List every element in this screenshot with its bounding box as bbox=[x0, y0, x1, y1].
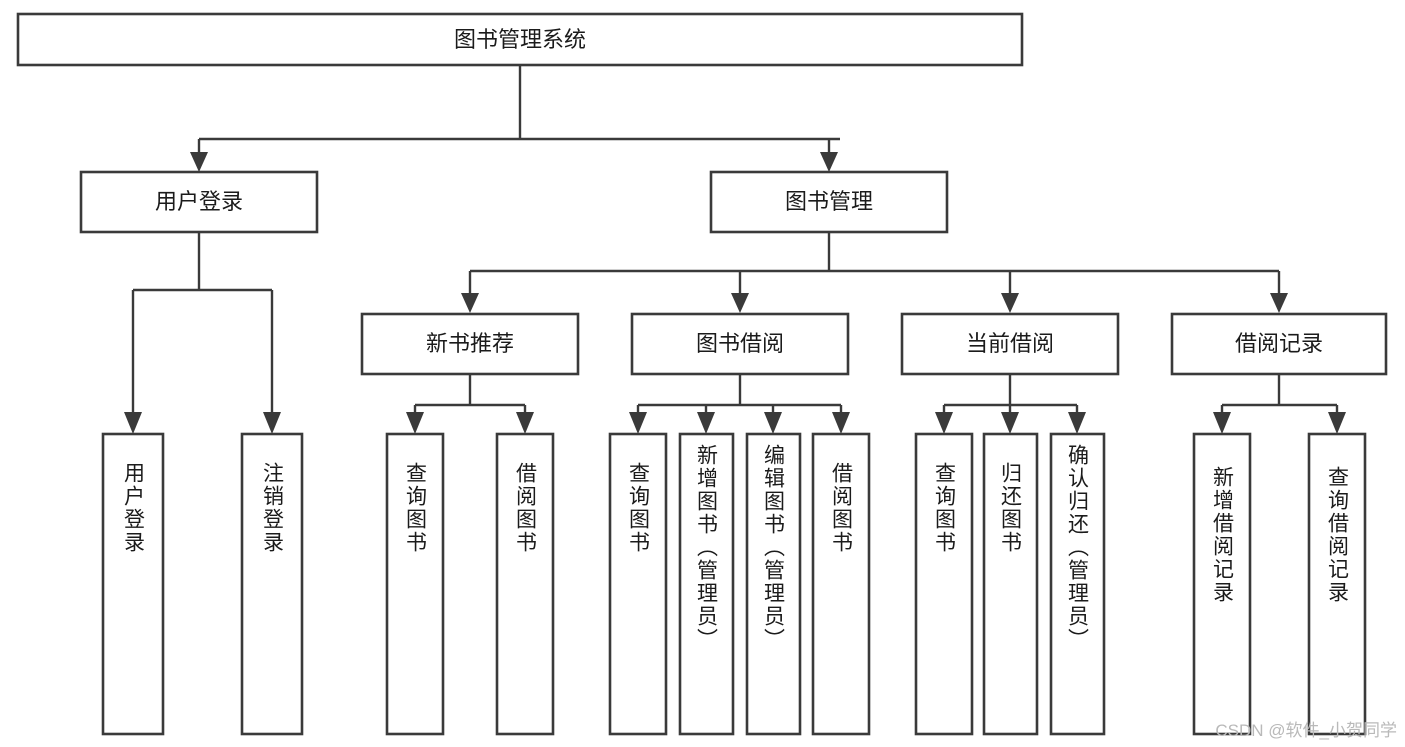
node-book-borrow-box[interactable] bbox=[630, 312, 850, 376]
node-new-book-recommend-box[interactable] bbox=[360, 312, 580, 376]
arrow-head-leaf-borrow-book-2 bbox=[832, 412, 850, 434]
node-leaf-add-record-box[interactable] bbox=[1192, 432, 1252, 736]
node-book-management-label: 图书管理 bbox=[785, 189, 873, 214]
node-leaf-edit-book-label: 编辑图书（管理员） bbox=[762, 444, 786, 651]
node-leaf-add-book-box[interactable] bbox=[678, 432, 735, 736]
node-current-borrow-box[interactable] bbox=[900, 312, 1120, 376]
arrow-head-user-login bbox=[190, 152, 208, 172]
node-leaf-edit-book-box[interactable] bbox=[745, 432, 802, 736]
node-leaf-borrow-book-1[interactable]: 借阅图书 bbox=[495, 432, 555, 736]
arrow-head-leaf-add-record bbox=[1213, 412, 1231, 434]
node-leaf-borrow-book-1-box[interactable] bbox=[495, 432, 555, 736]
arrow-head-borrow-record bbox=[1270, 293, 1288, 313]
node-leaf-user-login-box[interactable] bbox=[101, 432, 165, 736]
node-root-box[interactable] bbox=[16, 12, 1024, 67]
arrow-head-current-borrow bbox=[1001, 293, 1019, 313]
node-current-borrow[interactable]: 当前借阅 bbox=[900, 312, 1120, 376]
node-borrow-record-label: 借阅记录 bbox=[1235, 331, 1323, 356]
arrow-head-leaf-query-book-2 bbox=[629, 412, 647, 434]
node-leaf-add-book[interactable]: 新增图书（管理员） bbox=[678, 432, 735, 736]
node-book-borrow-label: 图书借阅 bbox=[696, 331, 784, 356]
node-leaf-query-book-2-label: 查询图书 bbox=[627, 462, 651, 554]
arrow-head-leaf-return-book bbox=[1001, 412, 1019, 434]
arrow-head-leaf-confirm-return bbox=[1068, 412, 1086, 434]
node-leaf-query-book-1-box[interactable] bbox=[385, 432, 445, 736]
arrow-head-leaf-logout bbox=[263, 412, 281, 434]
node-leaf-query-book-3-box[interactable] bbox=[914, 432, 974, 736]
node-root[interactable]: 图书管理系统 bbox=[16, 12, 1024, 67]
node-leaf-add-book-label: 新增图书（管理员） bbox=[695, 444, 719, 651]
node-leaf-confirm-return-label: 确认归还（管理员） bbox=[1066, 444, 1090, 651]
node-leaf-query-book-3[interactable]: 查询图书 bbox=[914, 432, 974, 736]
node-leaf-query-book-1[interactable]: 查询图书 bbox=[385, 432, 445, 736]
node-leaf-borrow-book-2-box[interactable] bbox=[811, 432, 871, 736]
connector-layer bbox=[124, 65, 1346, 434]
node-leaf-logout[interactable]: 注销登录 bbox=[240, 432, 304, 736]
node-leaf-borrow-book-1-label: 借阅图书 bbox=[514, 462, 538, 554]
node-leaf-add-record[interactable]: 新增借阅记录 bbox=[1192, 432, 1252, 736]
node-leaf-logout-box[interactable] bbox=[240, 432, 304, 736]
node-leaf-return-book[interactable]: 归还图书 bbox=[982, 432, 1039, 736]
arrow-head-new-book-recommend bbox=[461, 293, 479, 313]
arrow-head-leaf-add-book bbox=[697, 412, 715, 434]
arrow-head-leaf-query-book-1 bbox=[406, 412, 424, 434]
node-leaf-user-login-label: 用户登录 bbox=[122, 462, 146, 554]
arrow-head-book-management bbox=[820, 152, 838, 172]
node-leaf-query-book-2-box[interactable] bbox=[608, 432, 668, 736]
arrow-head-leaf-query-record bbox=[1328, 412, 1346, 434]
node-borrow-record[interactable]: 借阅记录 bbox=[1170, 312, 1388, 376]
arrow-head-leaf-edit-book bbox=[764, 412, 782, 434]
node-leaf-user-login[interactable]: 用户登录 bbox=[101, 432, 165, 736]
node-user-login-label: 用户登录 bbox=[155, 189, 243, 214]
arrow-head-leaf-borrow-book-1 bbox=[516, 412, 534, 434]
node-leaf-query-book-2[interactable]: 查询图书 bbox=[608, 432, 668, 736]
node-root-label: 图书管理系统 bbox=[454, 27, 586, 52]
node-leaf-query-record-label: 查询借阅记录 bbox=[1326, 466, 1350, 604]
node-leaf-confirm-return-box[interactable] bbox=[1049, 432, 1106, 736]
arrow-head-book-borrow bbox=[731, 293, 749, 313]
node-current-borrow-label: 当前借阅 bbox=[966, 331, 1054, 356]
node-user-login[interactable]: 用户登录 bbox=[79, 170, 319, 234]
node-leaf-query-record-box[interactable] bbox=[1307, 432, 1367, 736]
node-new-book-recommend-label: 新书推荐 bbox=[426, 331, 514, 356]
node-leaf-return-book-box[interactable] bbox=[982, 432, 1039, 736]
node-book-borrow[interactable]: 图书借阅 bbox=[630, 312, 850, 376]
csdn-watermark: CSDN @软件_小贺同学 bbox=[1215, 721, 1397, 740]
node-leaf-edit-book[interactable]: 编辑图书（管理员） bbox=[745, 432, 802, 736]
node-user-login-box[interactable] bbox=[79, 170, 319, 234]
node-borrow-record-box[interactable] bbox=[1170, 312, 1388, 376]
node-leaf-return-book-label: 归还图书 bbox=[999, 462, 1023, 554]
node-leaf-borrow-book-2[interactable]: 借阅图书 bbox=[811, 432, 871, 736]
node-leaf-query-book-1-label: 查询图书 bbox=[404, 462, 428, 554]
arrow-head-leaf-user-login bbox=[124, 412, 142, 434]
node-leaf-query-record[interactable]: 查询借阅记录 bbox=[1307, 432, 1367, 736]
node-leaf-add-record-label: 新增借阅记录 bbox=[1211, 466, 1235, 604]
node-leaf-borrow-book-2-label: 借阅图书 bbox=[830, 462, 854, 554]
node-new-book-recommend[interactable]: 新书推荐 bbox=[360, 312, 580, 376]
node-book-management-box[interactable] bbox=[709, 170, 949, 234]
node-book-management[interactable]: 图书管理 bbox=[709, 170, 949, 234]
arrow-head-leaf-query-book-3 bbox=[935, 412, 953, 434]
node-leaf-query-book-3-label: 查询图书 bbox=[933, 462, 957, 554]
node-leaf-logout-label: 注销登录 bbox=[261, 462, 285, 554]
node-leaf-confirm-return[interactable]: 确认归还（管理员） bbox=[1049, 432, 1106, 736]
